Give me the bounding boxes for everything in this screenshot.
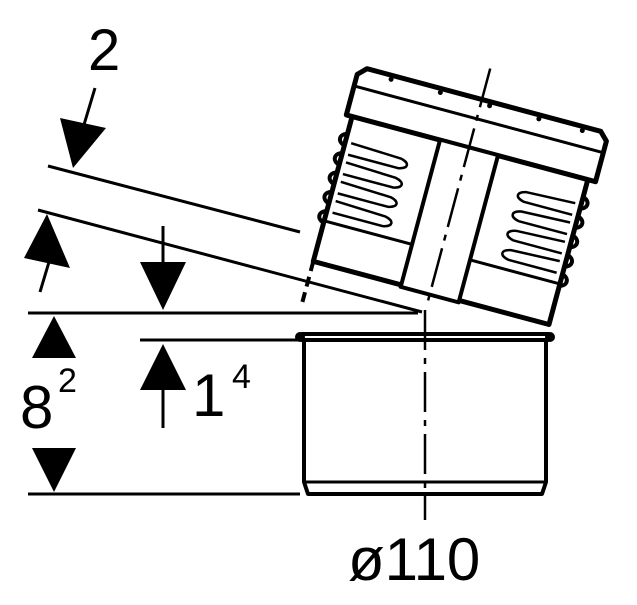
adapter-cap-rivet (437, 89, 443, 95)
offset-down-arrow-icon (140, 262, 186, 310)
angle-arrow-down-icon (60, 118, 106, 168)
adapter-cap-line (355, 85, 602, 154)
offset-dimension: 1 4 (140, 226, 300, 429)
angle-label: 2 (88, 18, 120, 83)
angle-dimension: 2 (37, 18, 423, 314)
lower-pipe (295, 332, 555, 496)
height-dimension: 8 2 (20, 214, 418, 496)
adapter-cap-rivet (388, 76, 394, 82)
adapter-right-threads (501, 190, 590, 288)
offset-label: 1 (192, 362, 225, 429)
height-label-sup: 2 (58, 362, 77, 400)
adapter-left-threads (317, 131, 409, 228)
lower-pipe-left-bead (295, 332, 305, 342)
adapter-cap-rivet (536, 116, 542, 122)
height-label: 8 (20, 374, 53, 441)
height-top-arrow-icon (24, 214, 70, 268)
adapter-cap-rivet (487, 103, 493, 109)
adapter-hidden-edge (298, 260, 316, 309)
height-mid-arrow-up-icon (32, 316, 76, 358)
adapter-cap (343, 66, 609, 185)
offset-label-sup: 4 (232, 358, 251, 396)
adapter-centre-line (426, 68, 492, 301)
height-bottom-arrow-icon (32, 448, 76, 492)
lower-pipe-right-bead (545, 332, 555, 342)
upper-adapter (298, 66, 609, 328)
lower-pipe-body (302, 340, 548, 496)
diameter-label: ø110 (348, 526, 480, 593)
offset-up-arrow-icon (140, 344, 186, 390)
angle-leader-line (81, 87, 97, 129)
angle-reference-line-lower (37, 208, 423, 314)
angle-reference-line-upper (47, 164, 301, 234)
adapter-cap-rivet (579, 128, 585, 134)
